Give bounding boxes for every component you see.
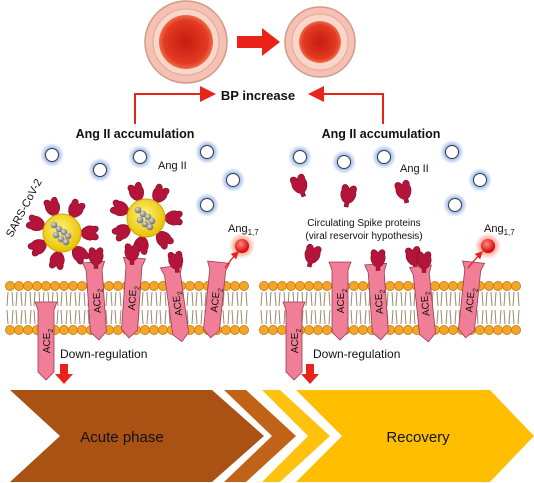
angii-molecule-icon (440, 140, 464, 164)
angii-molecule-icon (128, 145, 152, 169)
spike-caption-line2: (viral reservoir hypothesis) (305, 231, 422, 242)
bp-increase-label: BP increase (221, 88, 295, 103)
vessel-constricted-icon (284, 6, 356, 78)
constriction-arrow-icon (237, 28, 280, 56)
svg-text:ACE2: ACE2 (209, 287, 224, 313)
ace2-receptor: ACE2 (328, 261, 352, 341)
spike-protein-icon (340, 184, 357, 208)
right-down-arrow-icon (301, 364, 319, 384)
spike-protein-icon (67, 198, 86, 221)
spike-protein-icon (70, 243, 90, 265)
angii-molecule-icon (88, 158, 112, 182)
ang17-left: Ang1,7 (224, 223, 259, 269)
svg-text:ACE2: ACE2 (91, 288, 106, 313)
angii-molecule-icon (443, 193, 467, 217)
spike-protein-icon (27, 238, 50, 257)
ace2-receptor: ACE2 (159, 264, 190, 343)
spike-caption-line1: Circulating Spike proteins (307, 218, 420, 229)
ace2-receptor: ACE2 (203, 260, 231, 339)
ace2-receptor: ACE2 (282, 301, 306, 381)
ace2-receptor: ACE2 (121, 256, 147, 339)
acute-phase-chevron (10, 390, 264, 482)
timeline: Acute phase Recovery (10, 390, 534, 482)
angii-molecule-icon (195, 140, 219, 164)
spike-protein-icon (154, 228, 174, 250)
transition-chevron-yellow (262, 390, 330, 482)
spike-protein-icon (416, 251, 432, 273)
vessel-normal-icon (144, 0, 228, 84)
svg-text:ACE2: ACE2 (171, 291, 187, 317)
right-heading: Ang II accumulation (322, 127, 441, 141)
spike-protein-icon (127, 181, 144, 205)
svg-text:ACE2: ACE2 (373, 289, 388, 314)
svg-text:ACE2: ACE2 (127, 285, 142, 310)
ang17-right: Ang1,7 (467, 223, 515, 269)
angii-molecule-icon (332, 150, 356, 174)
spike-protein-icon (167, 250, 184, 273)
spike-protein-icon (161, 210, 183, 226)
svg-text:Ang1,7: Ang1,7 (484, 223, 515, 237)
ace2-receptor: ACE2 (81, 260, 107, 341)
left-angii-label: Ang II (158, 160, 187, 172)
recovery-label: Recovery (386, 429, 450, 446)
angii-molecules-right (288, 140, 492, 217)
ace2-receptor: ACE2 (34, 301, 58, 381)
spike-protein-icon (111, 223, 134, 242)
spike-protein-icon (43, 196, 60, 220)
spike-protein-icon (394, 179, 412, 204)
spike-protein-icon (124, 243, 140, 265)
spike-protein-icon (109, 199, 133, 216)
sars-cov-2-virus-icon (109, 181, 183, 255)
left-downregulation-label: Down-regulation (60, 347, 147, 361)
sars-cov-2-virus-icon (25, 196, 99, 270)
right-bracket-arrow (308, 86, 384, 124)
spike-protein-icon (77, 225, 99, 241)
transition-chevron-brown (224, 390, 296, 482)
right-downregulation-label: Down-regulation (313, 347, 400, 361)
acute-phase-label: Acute phase (80, 429, 163, 446)
left-down-arrow-icon (55, 364, 73, 384)
angii-molecule-icon (372, 145, 396, 169)
spike-protein-icon (304, 243, 322, 268)
left-heading: Ang II accumulation (76, 127, 195, 141)
angii-molecule-icon (221, 168, 245, 192)
svg-text:Ang1,7: Ang1,7 (228, 223, 259, 237)
svg-text:ACE2: ACE2 (336, 289, 349, 314)
angii-molecule-icon (40, 143, 64, 167)
angii-molecule-icon (468, 168, 492, 192)
spike-protein-icon (151, 183, 170, 206)
bound-spike-proteins (88, 243, 432, 273)
spike-protein-icon (88, 247, 104, 269)
ace2-receptor: ACE2 (408, 264, 436, 343)
ace2-receptor: ACE2 (364, 262, 389, 341)
svg-text:ACE2: ACE2 (464, 287, 479, 313)
left-bracket-arrow (134, 86, 216, 124)
spike-protein-icon (25, 214, 49, 231)
angii-molecules-left (40, 140, 245, 217)
spike-protein-icon (49, 247, 65, 270)
recovery-chevron (296, 390, 534, 482)
angii-molecule-icon (288, 145, 312, 169)
angii-molecule-icon (195, 193, 219, 217)
right-angii-label: Ang II (400, 163, 429, 175)
svg-text:ACE2: ACE2 (419, 291, 434, 317)
ace2-receptor: ACE2 (458, 260, 486, 339)
spike-protein-icon (370, 249, 386, 271)
svg-text:ACE2: ACE2 (42, 329, 55, 354)
svg-text:ACE2: ACE2 (290, 329, 303, 354)
spike-protein-icon (289, 173, 308, 198)
